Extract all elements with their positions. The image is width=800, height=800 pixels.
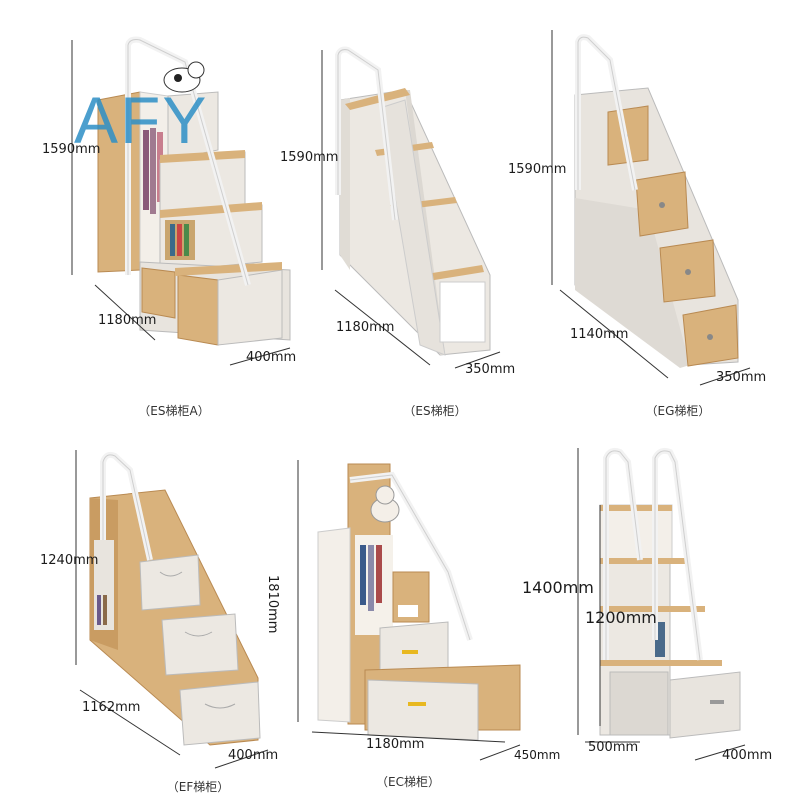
- p1-caption: （ES梯柜A）: [138, 404, 210, 418]
- p5-height-label: 1810mm: [265, 575, 280, 634]
- cabinet-ec: [317, 463, 521, 741]
- p4-height-label: 1240mm: [40, 553, 99, 568]
- p2-caption: （ES梯柜）: [403, 404, 467, 418]
- p5-width-label: 1180mm: [366, 737, 425, 752]
- dimension-lines: [71, 30, 751, 769]
- cabinet-es: [335, 46, 491, 356]
- p4-caption: （EF梯柜）: [166, 780, 230, 794]
- cabinet-eg: [574, 34, 739, 368]
- cabinet-dual-rail: [599, 447, 741, 739]
- p5-depth-label: 450mm: [514, 748, 561, 762]
- p6-height2-label: 1200mm: [585, 608, 657, 627]
- p3-depth-label: 350mm: [716, 370, 767, 385]
- cabinet-ef: [89, 451, 261, 746]
- afy-watermark: AFY: [74, 83, 209, 157]
- p2-height-label: 1590mm: [280, 150, 339, 165]
- p6-depth-label: 400mm: [722, 748, 773, 763]
- p1-depth-label: 400mm: [246, 350, 297, 365]
- p3-height-label: 1590mm: [508, 162, 567, 177]
- p1-width-label: 1180mm: [98, 313, 157, 328]
- p6-height-label: 1400mm: [522, 578, 594, 597]
- p3-caption: （EG梯柜）: [645, 404, 711, 418]
- p2-depth-label: 350mm: [465, 362, 516, 377]
- cabinet-es-a: [97, 36, 291, 346]
- p5-caption: （EC梯柜）: [376, 775, 440, 789]
- p6-width-label: 500mm: [588, 740, 639, 755]
- p1-height-label: 1590mm: [42, 142, 101, 157]
- p3-width-label: 1140mm: [570, 327, 629, 342]
- p4-depth-label: 400mm: [228, 748, 279, 763]
- p4-width-label: 1162mm: [82, 700, 141, 715]
- p2-width-label: 1180mm: [336, 320, 395, 335]
